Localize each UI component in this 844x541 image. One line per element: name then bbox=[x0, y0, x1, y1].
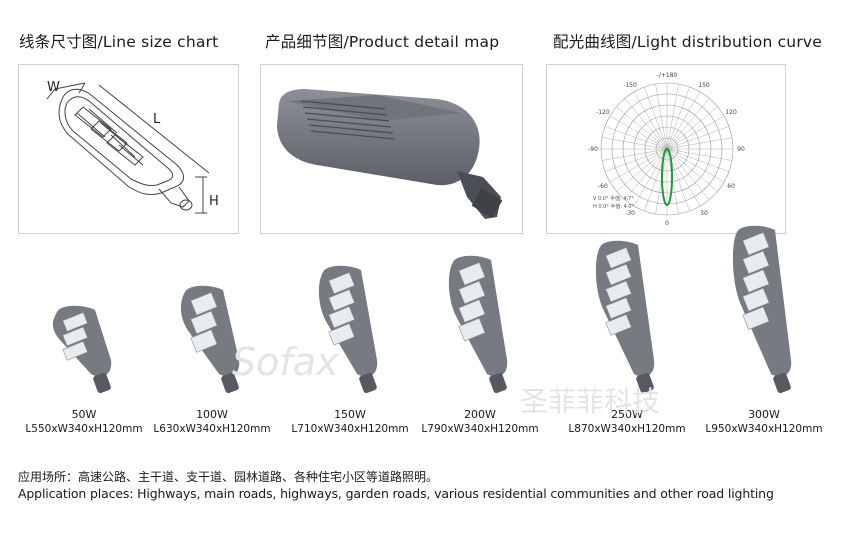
polar-tick-label: -/+180 bbox=[657, 72, 678, 79]
polar-tick-label: -30 bbox=[625, 210, 635, 217]
light-distribution-panel: 0 30 60 90 120 150 -/+180 -150 -120 -90 -60 -30 V 0… bbox=[546, 64, 786, 234]
polar-tick-label: 0 bbox=[665, 220, 669, 227]
lamp-dimensions: L550xW340xH120mm bbox=[25, 423, 143, 435]
distribution-curve bbox=[661, 148, 673, 206]
lamp-wattage: 100W bbox=[196, 408, 228, 421]
lamp-dimensions: L630xW340xH120mm bbox=[153, 423, 271, 435]
polar-tick-label: -90 bbox=[588, 146, 598, 153]
label-h: H bbox=[209, 194, 219, 209]
watermark-brand: Sofax bbox=[232, 340, 339, 384]
lamp-image bbox=[39, 302, 129, 406]
polar-tick-label: 150 bbox=[698, 82, 710, 89]
watermark-company: 圣菲菲科技 bbox=[520, 385, 661, 418]
line-drawing-lamp: W L H bbox=[46, 80, 219, 214]
polar-tick-labels: 0 30 60 90 120 150 -/+180 -150 -120 -90 -60 -30 bbox=[588, 72, 745, 227]
lamp-image bbox=[719, 222, 809, 406]
legend-h: H 0.0° 半值: 4.0° bbox=[593, 203, 635, 210]
lamp-wattage: 150W bbox=[334, 408, 366, 421]
application-en: Application places: Highways, main roads… bbox=[18, 486, 774, 501]
header-product-detail-map: 产品细节图/Product detail map bbox=[265, 33, 500, 51]
legend-v: V 0.0° 半值: 4.7° bbox=[593, 195, 634, 202]
lamp-wattage: 50W bbox=[71, 408, 97, 421]
polar-tick-label: -150 bbox=[623, 82, 637, 89]
polar-tick-label: 60 bbox=[727, 183, 735, 190]
polar-tick-label: 90 bbox=[737, 146, 745, 153]
product-detail-panel bbox=[260, 64, 523, 234]
lamp-image bbox=[582, 237, 672, 406]
lamp-wattage: 250W bbox=[611, 408, 643, 421]
line-size-drawing-panel: W L H bbox=[18, 64, 239, 234]
lamp-image bbox=[305, 262, 395, 406]
lamp-dimensions: L950xW340xH120mm bbox=[705, 423, 823, 435]
product-detail-photo bbox=[277, 89, 503, 219]
label-w: W bbox=[47, 80, 60, 95]
lamp-dimensions: L710xW340xH120mm bbox=[291, 423, 409, 435]
header-line-size-chart: 线条尺寸图/Line size chart bbox=[19, 33, 219, 51]
polar-chart: 0 30 60 90 120 150 -/+180 -150 -120 -90 -60 -30 V 0… bbox=[588, 72, 745, 227]
lamp-image bbox=[167, 282, 257, 406]
polar-tick-label: -60 bbox=[598, 183, 608, 190]
lamp-dimensions: L790xW340xH120mm bbox=[421, 423, 539, 435]
lamp-dimensions: L870xW340xH120mm bbox=[568, 423, 686, 435]
polar-tick-label: -120 bbox=[596, 109, 610, 116]
application-cn: 应用场所：高速公路、主干道、支干道、园林道路、各种住宅小区等道路照明。 bbox=[18, 470, 439, 484]
lamp-wattage: 300W bbox=[748, 408, 780, 421]
header-light-distribution-curve: 配光曲线图/Light distribution curve bbox=[553, 33, 823, 51]
lamp-wattage: 200W bbox=[464, 408, 496, 421]
lamp-image bbox=[435, 252, 525, 406]
label-l: L bbox=[153, 112, 161, 127]
polar-tick-label: 120 bbox=[725, 109, 737, 116]
polar-tick-label: 30 bbox=[700, 210, 708, 217]
